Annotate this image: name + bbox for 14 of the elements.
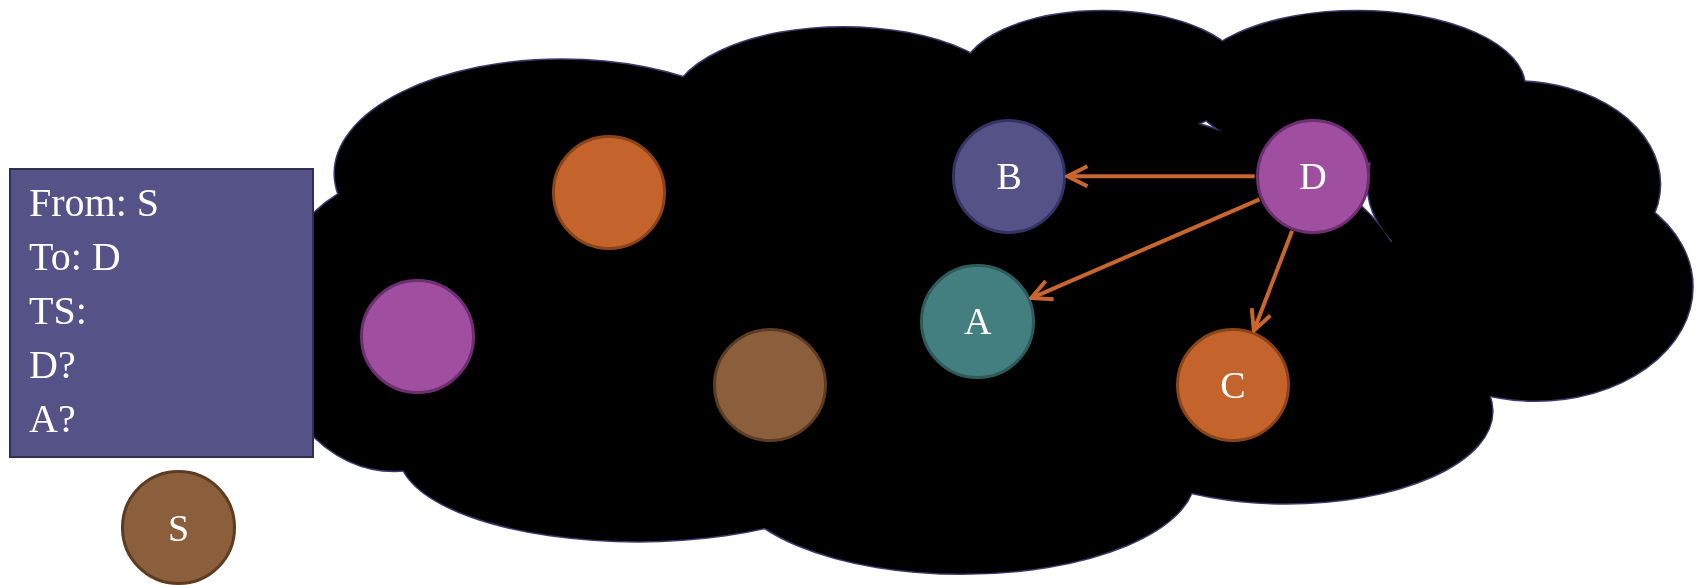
packet-field: From: S [29, 176, 294, 230]
packet-field: To: D [29, 230, 294, 284]
node-label: B [996, 157, 1022, 196]
node-label: C [1220, 366, 1246, 404]
packet-field: D? [29, 338, 294, 392]
arrow [1249, 230, 1295, 333]
arrow [1065, 164, 1255, 189]
packet-field: TS: [29, 284, 294, 338]
packet-info-box [9, 168, 314, 458]
arrow [1029, 197, 1261, 302]
node-label: S [167, 508, 189, 547]
node-label: A [964, 302, 992, 341]
node-label: D [1299, 157, 1327, 196]
packet-field: A? [29, 392, 294, 446]
